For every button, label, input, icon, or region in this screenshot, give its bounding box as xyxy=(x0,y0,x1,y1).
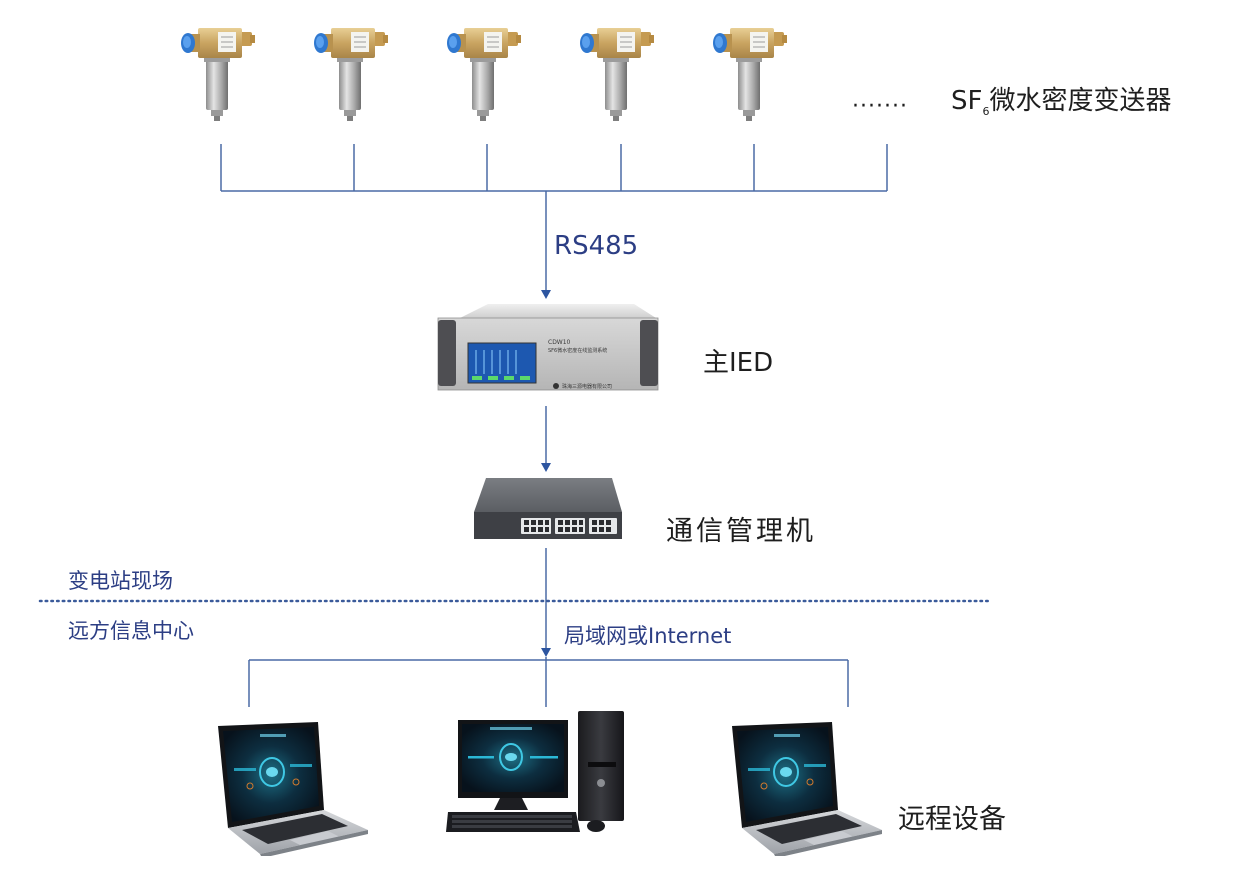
comm-manager-label: 通信管理机 xyxy=(666,516,816,547)
sf6-transmitter-icon xyxy=(446,27,522,122)
arrow-down-icon xyxy=(541,648,551,657)
main-ied-label: 主IED xyxy=(703,348,774,378)
remote-devices-label: 远程设备 xyxy=(898,804,1006,835)
main-ied-device: CDW10 SF6微水密度在线监测系统 珠海三源电器有限公司 xyxy=(437,304,659,391)
ied-title-text: SF6微水密度在线监测系统 xyxy=(548,347,607,354)
sensor-ellipsis: ······· xyxy=(852,94,908,119)
sensor-group-label: SF6微水密度变送器 xyxy=(951,80,1171,118)
sensor-label-prefix: SF xyxy=(951,86,983,116)
sensor-label-subscript: 6 xyxy=(982,105,990,118)
arrow-down-icon xyxy=(541,290,551,299)
sf6-transmitter-icon xyxy=(180,27,256,122)
zone-label-remote-center: 远方信息中心 xyxy=(68,619,194,643)
sensor-row xyxy=(180,27,788,122)
sf6-transmitter-icon xyxy=(712,27,788,122)
wan-label: 局域网或Internet xyxy=(564,624,732,648)
ied-company-text: 珠海三源电器有限公司 xyxy=(562,383,612,390)
ied-model-text: CDW10 xyxy=(548,339,571,346)
sf6-transmitter-icon xyxy=(579,27,655,122)
laptop-icon xyxy=(731,721,883,856)
laptop-icon xyxy=(217,721,369,856)
sf6-transmitter-icon xyxy=(313,27,389,122)
rs485-bus xyxy=(220,144,888,292)
network-switch-device xyxy=(474,478,622,539)
desktop-computer-icon xyxy=(446,711,624,832)
remote-distribution xyxy=(248,657,849,707)
rs485-label: RS485 xyxy=(554,231,639,261)
arrow-down-icon xyxy=(541,463,551,472)
zone-label-substation: 变电站现场 xyxy=(68,569,173,593)
sensor-label-suffix: 微水密度变送器 xyxy=(989,86,1172,116)
